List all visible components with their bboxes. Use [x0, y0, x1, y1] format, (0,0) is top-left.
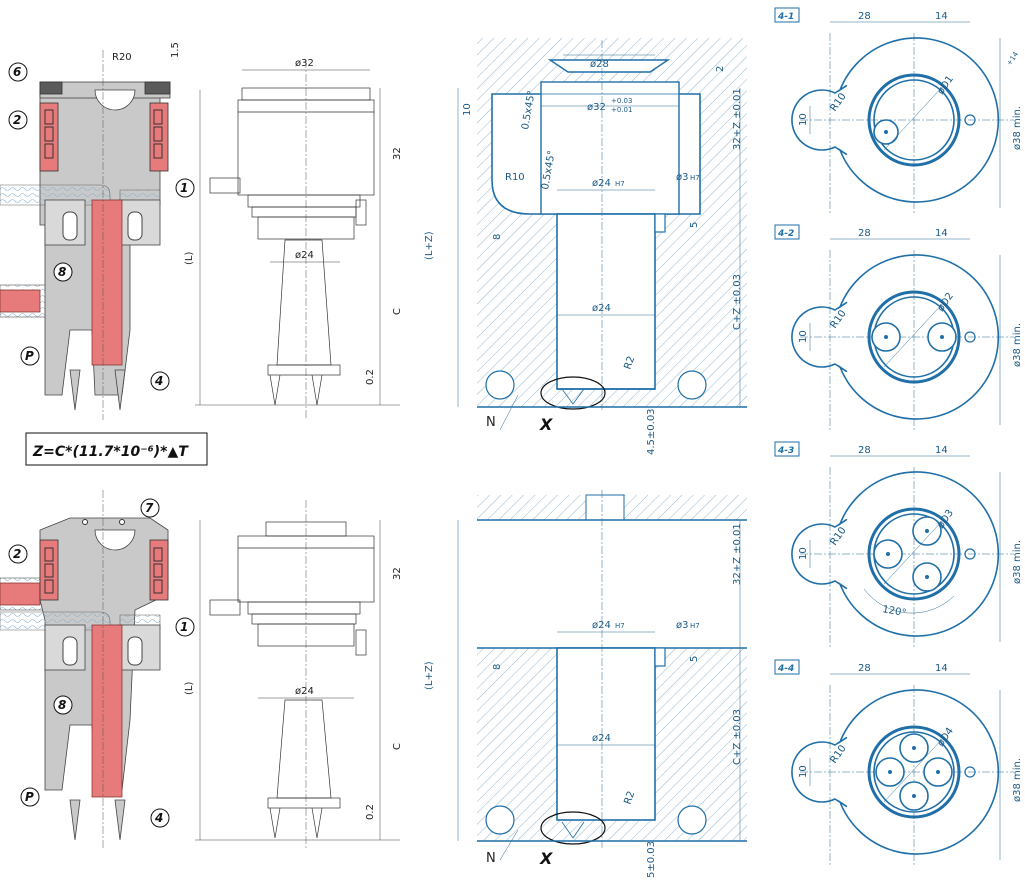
n-label-top: N — [486, 415, 496, 430]
callout-p: P — [25, 349, 34, 363]
callout-7: 7 — [145, 501, 154, 515]
callout-2: 2 — [13, 113, 21, 127]
d3h7-label-b: ø3 — [676, 620, 688, 631]
angle-120: 120° — [881, 604, 907, 619]
h10-plan: 10 — [798, 330, 809, 343]
h10-plan: 10 — [798, 113, 809, 126]
callouts-bottom: 7 2 1 8 4 P — [8, 498, 195, 828]
h10-plan: 10 — [798, 547, 809, 560]
dia-38-min: ø38 min. — [1012, 323, 1023, 367]
h5-label: 5 — [689, 222, 700, 228]
d32-top: ø32 — [295, 58, 314, 69]
h8-label-b: 8 — [492, 664, 503, 670]
d3h7-label: ø3 — [676, 172, 688, 183]
callout-8b: 8 — [58, 698, 66, 712]
callout-8: 8 — [58, 265, 66, 279]
nozzle-section-bottom — [0, 490, 169, 850]
x-label-top: X — [539, 415, 553, 434]
d24h7-tol-b: H7 — [615, 622, 625, 630]
r20-label: R20 — [112, 52, 132, 63]
d3h7-tol: H7 — [690, 174, 700, 182]
d24-cavity-b: ø24 — [592, 733, 611, 744]
d24h7-label-b: ø24 — [592, 620, 611, 631]
dim-28: 28 — [858, 445, 871, 456]
LZ-bottom: (L+Z) — [424, 661, 435, 690]
x-label-bottom: X — [539, 849, 553, 868]
n-label-bottom: N — [486, 851, 496, 866]
callout-6: 6 — [13, 65, 21, 79]
cz-bottom: C+Z ±0.03 — [732, 709, 743, 765]
h8-label: 8 — [492, 234, 503, 240]
d24h7-label: ø24 — [592, 178, 611, 189]
nozzle-section-top — [0, 50, 171, 420]
r2-label-b: R2 — [622, 790, 637, 806]
L-bottom: (L) — [184, 682, 195, 695]
t2-label: 2 — [715, 66, 726, 72]
L-top: (L) — [184, 252, 195, 265]
layout-tag: 4-3 — [777, 446, 794, 456]
dia-38-min: ø38 min. — [1012, 106, 1023, 150]
h02-top: 0.2 — [365, 369, 376, 385]
C-bottom: C — [392, 743, 403, 750]
callout-1: 1 — [180, 181, 188, 195]
LZ-top: (L+Z) — [424, 231, 435, 260]
h32z-top: 32+Z ±0.01 — [732, 88, 743, 150]
dim-28: 28 — [858, 11, 871, 22]
formula-box: Z=C*(11.7*10⁻⁶)*▲T — [25, 432, 208, 466]
h32z-bottom: 32+Z ±0.01 — [732, 523, 743, 585]
r2-label: R2 — [622, 355, 637, 371]
cz-top: C+Z ±0.03 — [732, 274, 743, 330]
d24-top: ø24 — [295, 250, 314, 261]
dim-14: 14 — [935, 663, 948, 674]
h02-bottom: 0.2 — [365, 804, 376, 820]
callouts-top: 6 2 1 8 4 P — [8, 62, 195, 391]
dim-28: 28 — [858, 228, 871, 239]
h10-plan: 10 — [798, 765, 809, 778]
formula-text: Z=C*(11.7*10⁻⁶)*▲T — [32, 444, 189, 460]
dim-28: 28 — [858, 663, 871, 674]
layout-tag: 4-1 — [777, 12, 794, 22]
callout-4: 4 — [154, 374, 163, 388]
h5b-label: 5±0.03 — [646, 841, 657, 878]
nozzle-outline-bottom — [195, 500, 400, 850]
extra-14: +14 — [1005, 50, 1020, 67]
d24h7-tol: H7 — [615, 180, 625, 188]
tol-upper: +0.03 — [611, 97, 632, 105]
tol-lower: +0.01 — [611, 106, 632, 114]
cavity-section-bottom — [457, 490, 747, 861]
callout-4b: 4 — [154, 811, 163, 825]
h5-label-b: 5 — [689, 656, 700, 662]
h32-top: 32 — [392, 147, 403, 160]
d24-bottom: ø24 — [295, 686, 314, 697]
d28-label: ø28 — [590, 59, 609, 70]
d3h7-tol-b: H7 — [690, 622, 700, 630]
dia-38-min: ø38 min. — [1012, 540, 1023, 584]
callout-pb: P — [25, 790, 34, 804]
callout-2b: 2 — [13, 547, 21, 561]
dim-14: 14 — [935, 228, 948, 239]
d32tol-label: ø32 — [587, 102, 606, 113]
nozzle-outline-top — [195, 60, 400, 420]
layout-tag: 4-4 — [777, 664, 794, 674]
d24-cavity: ø24 — [592, 303, 611, 314]
h32-bottom: 32 — [392, 567, 403, 580]
C-top: C — [392, 308, 403, 315]
r10-cavity: R10 — [505, 172, 525, 183]
t15-label: 1.5 — [170, 42, 181, 58]
callout-1b: 1 — [180, 620, 188, 634]
dim-14: 14 — [935, 445, 948, 456]
h10-label: 10 — [462, 103, 473, 116]
layout-tag: 4-2 — [777, 229, 794, 239]
cavity-section-top — [457, 38, 747, 431]
dim-14: 14 — [935, 11, 948, 22]
h45-label: 4.5±0.03 — [646, 408, 657, 455]
dia-38-min: ø38 min. — [1012, 758, 1023, 802]
